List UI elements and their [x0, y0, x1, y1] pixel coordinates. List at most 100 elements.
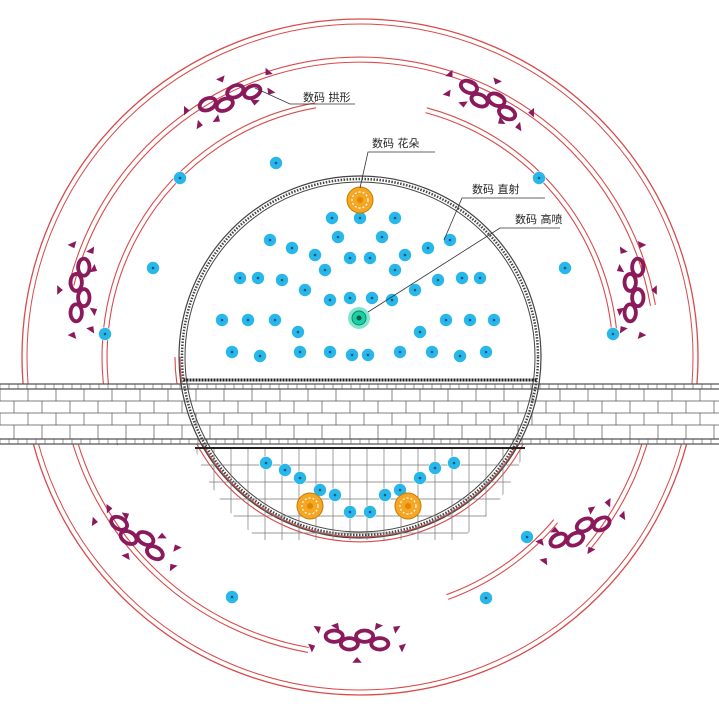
- arc-ring-5-b: [446, 519, 555, 596]
- arc-ring-0-b: [73, 61, 652, 306]
- arch-ring: [197, 95, 218, 113]
- nozzle-core: [318, 488, 322, 492]
- arch-ring: [548, 531, 569, 549]
- nozzle-core: [103, 332, 107, 336]
- arch-jet-arrow: [67, 241, 77, 249]
- arch-ring: [469, 92, 490, 109]
- nozzle-core: [433, 466, 437, 470]
- arch-ring: [565, 530, 586, 548]
- arch-jet-arrow: [619, 510, 626, 521]
- arch-jet-arrow: [497, 116, 506, 125]
- nozzle-core: [230, 595, 234, 599]
- nozzle-core: [230, 350, 234, 354]
- arc-ring-3-b: [106, 107, 317, 444]
- arch-jet-arrow: [173, 544, 182, 552]
- arc-ring-3-a: [101, 102, 316, 446]
- basin-wall-outer: [178, 175, 542, 539]
- lower-grid: [195, 448, 525, 540]
- arch-jet-arrow: [550, 526, 560, 533]
- arch-label-leader: [254, 87, 355, 105]
- arch-jet-cluster: [616, 241, 657, 339]
- nozzle-core: [264, 461, 268, 465]
- arch-jet-arrow: [637, 241, 647, 249]
- flower-label-leader: [359, 151, 435, 189]
- arch-ring: [118, 529, 139, 546]
- nozzle-core: [413, 288, 417, 292]
- nozzle-core: [436, 278, 440, 282]
- arch-jet-arrow: [528, 107, 535, 118]
- outer-ring-inner: [26, 23, 694, 691]
- nozzle-core: [418, 330, 422, 334]
- nozzle-core: [348, 256, 352, 260]
- arch-jet-arrow: [604, 497, 611, 508]
- nozzle-core: [238, 276, 242, 280]
- arch-jet-arrow: [445, 69, 453, 78]
- nozzle-core: [348, 510, 352, 514]
- flower-jet-core: [357, 197, 363, 203]
- arc-ring-2-b: [74, 433, 309, 649]
- high-label-leader: [367, 227, 560, 313]
- nozzle-core: [492, 318, 496, 322]
- nozzle-core: [525, 535, 529, 539]
- flower-jets: [296, 186, 422, 520]
- arch-ring: [591, 515, 612, 533]
- label-layer: 数码 拱形 数码 花朵 数码 直射 数码 高喷: [303, 90, 563, 226]
- arch-jet-arrow: [212, 114, 221, 123]
- arch-jet-arrow: [616, 307, 625, 316]
- nozzle-core: [151, 266, 155, 270]
- arch-ring: [323, 628, 345, 644]
- arch-ring: [145, 544, 165, 562]
- nozzle-core: [563, 266, 567, 270]
- arc-ring-0-a: [68, 56, 656, 305]
- nozzle-core: [330, 216, 334, 220]
- arch-jet-arrow: [57, 285, 63, 295]
- nozzle-core: [393, 268, 397, 272]
- arch-jet-arrow: [157, 532, 167, 539]
- arc-ring-4-a: [426, 107, 618, 335]
- nozzle-core: [390, 298, 394, 302]
- arch-jet-cluster: [91, 503, 182, 572]
- nozzle-core: [484, 596, 488, 600]
- arch-ring: [630, 256, 646, 278]
- nozzle-core: [350, 353, 354, 357]
- arch-jet-arrow: [616, 264, 625, 273]
- arch-jet-cluster: [57, 241, 98, 339]
- nozzle-core: [398, 350, 402, 354]
- arch-jet-arrow: [393, 625, 401, 634]
- arch-jet-arrow: [183, 105, 190, 116]
- nozzle-core: [290, 246, 294, 250]
- nozzle-core: [383, 493, 387, 497]
- outer-ring-outer: [21, 18, 699, 696]
- arc-ring-4-b: [425, 112, 613, 335]
- arch-jet-arrow: [619, 246, 628, 254]
- flower-jet-core: [405, 503, 411, 509]
- arch-ring: [630, 287, 646, 309]
- flower-jet-ring: [399, 497, 417, 515]
- arch-jet-label: 数码 拱形: [303, 90, 351, 104]
- arch-ring: [68, 302, 84, 324]
- nozzle-core: [258, 354, 262, 358]
- nozzle-core: [298, 476, 302, 480]
- nozzle-core: [398, 488, 402, 492]
- leader-lines: [254, 87, 560, 313]
- arch-jet-clusters: [57, 67, 657, 663]
- nozzle-core: [296, 330, 300, 334]
- nozzle-core: [368, 256, 372, 260]
- nozzle-core: [403, 253, 407, 257]
- nozzle-core: [358, 216, 362, 220]
- nozzle-core: [246, 318, 250, 322]
- arch-ring: [68, 271, 84, 293]
- arch-jet-cluster: [183, 67, 276, 130]
- basin-wall-hatch: [180, 177, 540, 537]
- arch-jet-arrow: [67, 331, 77, 339]
- flower-jet-label: 数码 花朵: [372, 137, 420, 150]
- arch-jet-arrow: [265, 67, 273, 76]
- direct-label-leader: [443, 197, 545, 241]
- arch-jet-arrow: [121, 512, 130, 521]
- arch-jet-arrow: [308, 643, 316, 653]
- arch-ring: [497, 104, 518, 122]
- high-jet: [348, 307, 370, 329]
- nozzle-core: [460, 276, 464, 280]
